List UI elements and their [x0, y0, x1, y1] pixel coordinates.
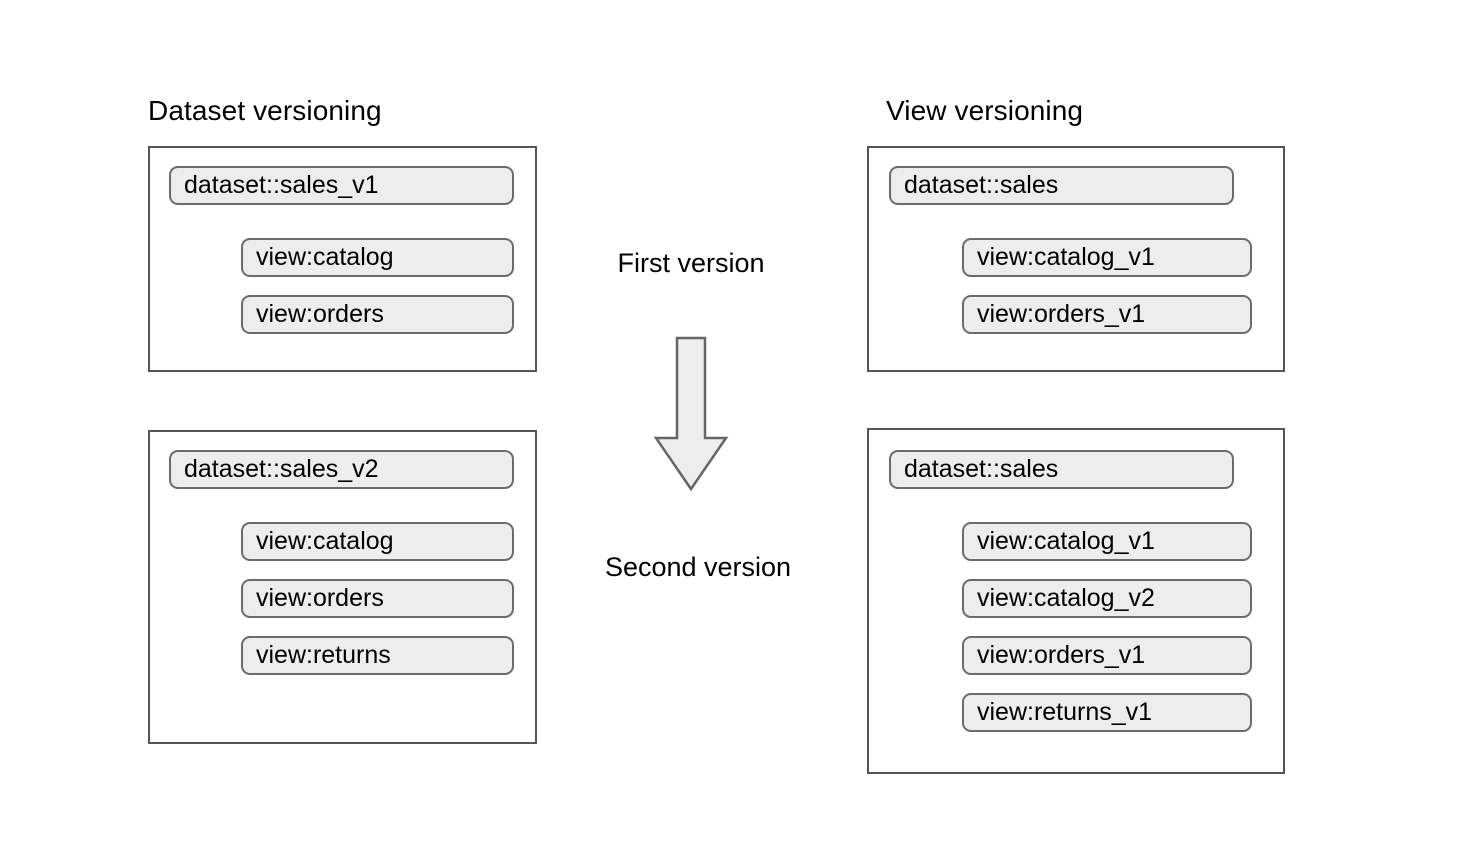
center-label-first-version: First version	[617, 248, 765, 278]
view-pill[interactable]: view:catalog_v1	[962, 522, 1252, 561]
view-pill[interactable]: view:orders	[241, 295, 514, 334]
panel-view-versioning-first: dataset::sales view:catalog_v1 view:orde…	[867, 146, 1285, 372]
column-heading-dataset-versioning: Dataset versioning	[148, 95, 382, 126]
view-pill[interactable]: view:catalog_v2	[962, 579, 1252, 618]
view-pill[interactable]: view:catalog	[241, 238, 514, 277]
view-pill[interactable]: view:orders	[241, 579, 514, 618]
panel-dataset-versioning-second: dataset::sales_v2 view:catalog view:orde…	[148, 430, 537, 744]
view-pill[interactable]: view:returns_v1	[962, 693, 1252, 732]
view-pill[interactable]: view:catalog_v1	[962, 238, 1252, 277]
view-pill[interactable]: view:returns	[241, 636, 514, 675]
view-pill[interactable]: view:orders_v1	[962, 295, 1252, 334]
panel-dataset-versioning-first: dataset::sales_v1 view:catalog view:orde…	[148, 146, 537, 372]
view-pill[interactable]: view:catalog	[241, 522, 514, 561]
dataset-pill[interactable]: dataset::sales_v2	[169, 450, 514, 489]
down-arrow-icon	[653, 336, 729, 492]
view-pill[interactable]: view:orders_v1	[962, 636, 1252, 675]
dataset-pill[interactable]: dataset::sales	[889, 450, 1234, 489]
center-label-second-version: Second version	[604, 552, 792, 582]
panel-view-versioning-second: dataset::sales view:catalog_v1 view:cata…	[867, 428, 1285, 774]
dataset-pill[interactable]: dataset::sales_v1	[169, 166, 514, 205]
column-heading-view-versioning: View versioning	[886, 95, 1084, 126]
dataset-pill[interactable]: dataset::sales	[889, 166, 1234, 205]
